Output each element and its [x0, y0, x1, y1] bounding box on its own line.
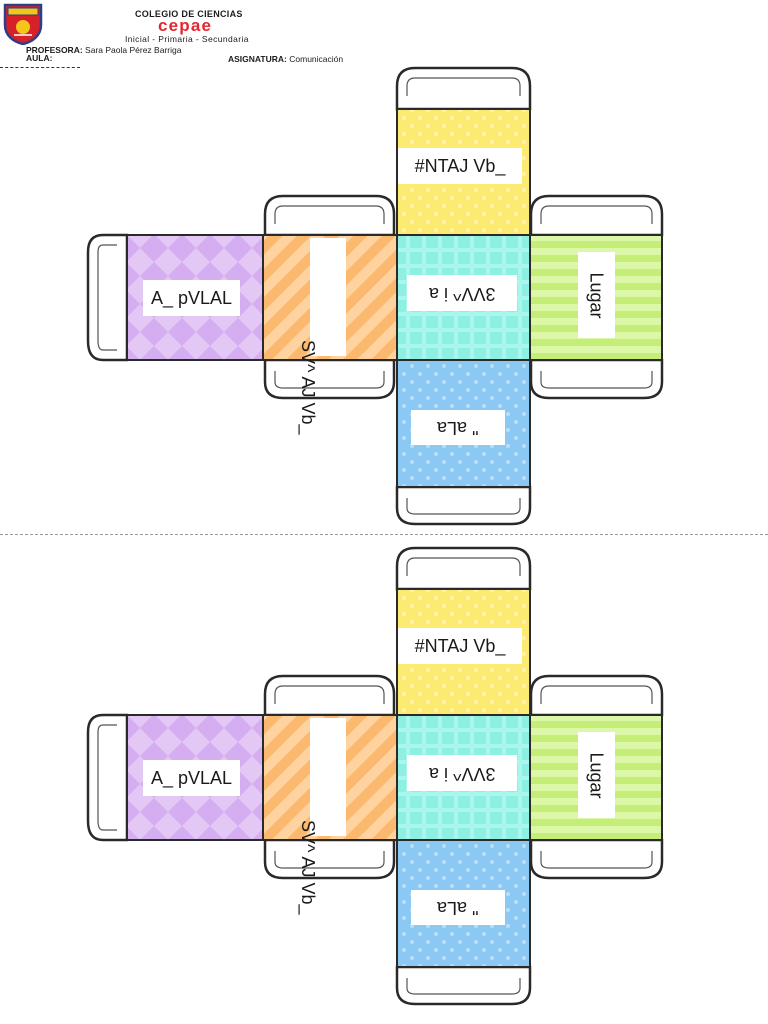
cube-net-drawing: [86, 66, 664, 526]
face-top-label: #NTAJ Vb_: [398, 628, 522, 664]
face-strip-text: SV^ AJ Vb_: [298, 820, 318, 915]
school-crest-icon: [3, 3, 43, 45]
face-top-label: #NTAJ Vb_: [398, 148, 522, 184]
face-middle-label: 3VV^ i a: [407, 275, 517, 311]
room-label: AULA:: [26, 53, 53, 63]
teacher-label: PROFESORA:: [26, 45, 83, 55]
face-bottom-text: " aLa: [437, 898, 479, 918]
teacher-name: Sara Paola Pérez Barriga: [85, 45, 182, 55]
face-right-text: Lugar: [587, 751, 608, 799]
face-bottom-text: " aLa: [437, 418, 479, 438]
face-left-text: A_ pVLAL: [150, 287, 233, 308]
face-top-text: #NTAJ Vb_: [414, 635, 506, 656]
cut-line: [0, 534, 768, 535]
subject-name: Comunicación: [289, 54, 344, 64]
cube-net-1: #NTAJ Vb_ A_ pVLAL 3VV^ i a " aLa Lugar …: [0, 66, 768, 536]
face-left-label: A_ pVLAL: [143, 760, 240, 796]
face-strip-label: [310, 238, 346, 356]
cube-net-2: #NTAJ Vb_ A_ pVLAL 3VV^ i a " aLa Lugar …: [0, 546, 768, 1016]
face-right-label: Lugar: [578, 252, 615, 338]
face-left-text: A_ pVLAL: [150, 767, 233, 788]
face-top-text: #NTAJ Vb_: [414, 155, 506, 176]
face-bottom-label: " aLa: [411, 890, 505, 925]
subject-label: ASIGNATURA:: [228, 54, 287, 64]
school-levels: Inicial - Primaria - Secundaria: [125, 34, 249, 44]
face-middle-text: 3VV^ i a: [428, 763, 496, 784]
room-line: AULA:: [26, 53, 52, 63]
face-bottom-label: " aLa: [411, 410, 505, 445]
face-right-text: Lugar: [587, 271, 608, 319]
subject-line: ASIGNATURA: Comunicación: [228, 54, 343, 64]
worksheet-header: COLEGIO DE CIENCIAS cepae Inicial - Prim…: [0, 0, 768, 72]
face-middle-text: 3VV^ i a: [428, 283, 496, 304]
face-left-label: A_ pVLAL: [143, 280, 240, 316]
school-name: COLEGIO DE CIENCIAS: [135, 9, 243, 19]
face-right-label: Lugar: [578, 732, 615, 818]
face-strip-text: SV^ AJ Vb_: [298, 340, 318, 435]
teacher-line: PROFESORA: Sara Paola Pérez Barriga: [26, 45, 181, 55]
cube-net-drawing: [86, 546, 664, 1006]
face-middle-label: 3VV^ i a: [407, 755, 517, 791]
room-rule: [0, 67, 80, 68]
school-brand: cepae: [158, 16, 213, 35]
face-strip-label: [310, 718, 346, 836]
